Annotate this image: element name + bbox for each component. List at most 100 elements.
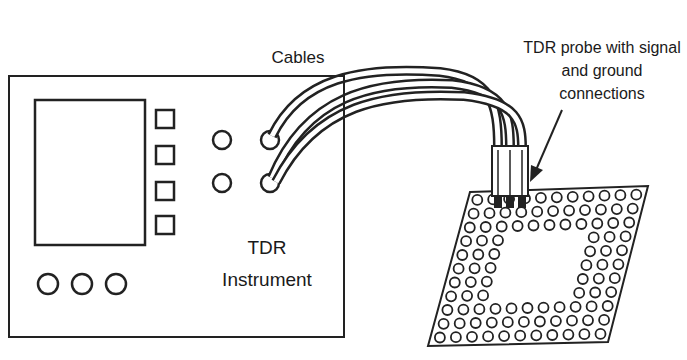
- pad: [563, 330, 573, 340]
- pad: [471, 318, 481, 328]
- pad: [581, 260, 591, 270]
- pad: [605, 232, 615, 242]
- pad: [450, 278, 460, 288]
- knob: [72, 274, 92, 294]
- pad: [536, 193, 546, 203]
- cables: [272, 71, 522, 182]
- tdr-probe: [492, 146, 528, 208]
- pad: [439, 319, 449, 329]
- pad: [465, 223, 475, 233]
- pad: [590, 288, 600, 298]
- button: [156, 216, 174, 234]
- pad: [621, 231, 631, 241]
- pad: [507, 303, 517, 313]
- instrument-label: TDR Instrument: [202, 232, 332, 296]
- pad: [596, 205, 606, 215]
- pad: [493, 235, 503, 245]
- pad: [467, 332, 477, 342]
- pad: [580, 205, 590, 215]
- pad: [552, 192, 562, 202]
- pad: [597, 260, 607, 270]
- pad: [624, 218, 634, 228]
- instrument-box: TDR Instrument: [8, 75, 345, 338]
- pad: [606, 287, 616, 297]
- pad: [482, 277, 492, 287]
- pad: [615, 190, 625, 200]
- pad: [579, 329, 589, 339]
- pad: [485, 208, 495, 218]
- pad: [477, 236, 487, 246]
- pad: [603, 301, 613, 311]
- button: [156, 146, 174, 164]
- pad: [585, 246, 595, 256]
- pad: [500, 208, 510, 218]
- pad: [587, 301, 597, 311]
- pad: [435, 333, 445, 343]
- port: [213, 131, 231, 149]
- pad: [529, 221, 539, 231]
- pad: [470, 263, 480, 273]
- pad: [584, 191, 594, 201]
- knob: [38, 274, 58, 294]
- pad: [462, 291, 472, 301]
- pad: [589, 232, 599, 242]
- pad: [457, 250, 467, 260]
- pad: [594, 274, 604, 284]
- pad: [523, 303, 533, 313]
- pad: [631, 190, 641, 200]
- pad: [601, 246, 611, 256]
- pad: [503, 317, 513, 327]
- screen: [35, 100, 145, 245]
- pad: [574, 288, 584, 298]
- pad: [571, 302, 581, 312]
- button: [156, 110, 174, 128]
- pad: [531, 330, 541, 340]
- knob: [106, 274, 126, 294]
- pad: [548, 206, 558, 216]
- pad: [497, 222, 507, 232]
- pad: [499, 331, 509, 341]
- pad: [600, 191, 610, 201]
- pad: [455, 318, 465, 328]
- pad: [532, 207, 542, 217]
- pad: [472, 195, 482, 205]
- pad: [487, 318, 497, 328]
- pad: [583, 315, 593, 325]
- pad: [442, 305, 452, 315]
- cable-label: Cables: [258, 46, 338, 69]
- pad: [560, 220, 570, 230]
- pad: [469, 209, 479, 219]
- port: [213, 174, 231, 192]
- pad: [592, 219, 602, 229]
- pad: [466, 277, 476, 287]
- pad: [567, 316, 577, 326]
- pad: [617, 245, 627, 255]
- pad: [515, 331, 525, 341]
- pad: [513, 221, 523, 231]
- pad: [599, 315, 609, 325]
- pad: [454, 264, 464, 274]
- probe-label: TDR probe with signal and ground connect…: [520, 36, 684, 105]
- pad: [568, 192, 578, 202]
- pad: [539, 303, 549, 313]
- pad: [551, 316, 561, 326]
- pad: [458, 305, 468, 315]
- pad: [474, 304, 484, 314]
- pad: [596, 329, 606, 339]
- pad: [628, 204, 638, 214]
- pad: [613, 259, 623, 269]
- pad: [564, 206, 574, 216]
- pad: [578, 274, 588, 284]
- pad: [610, 273, 620, 283]
- pad: [473, 250, 483, 260]
- pad: [481, 222, 491, 232]
- pad: [555, 302, 565, 312]
- leader-arrow: [530, 110, 562, 182]
- pad: [612, 204, 622, 214]
- pad: [483, 331, 493, 341]
- pad: [576, 219, 586, 229]
- pad: [486, 263, 496, 273]
- pad: [519, 317, 529, 327]
- pad-array: [435, 190, 641, 343]
- pad: [478, 290, 488, 300]
